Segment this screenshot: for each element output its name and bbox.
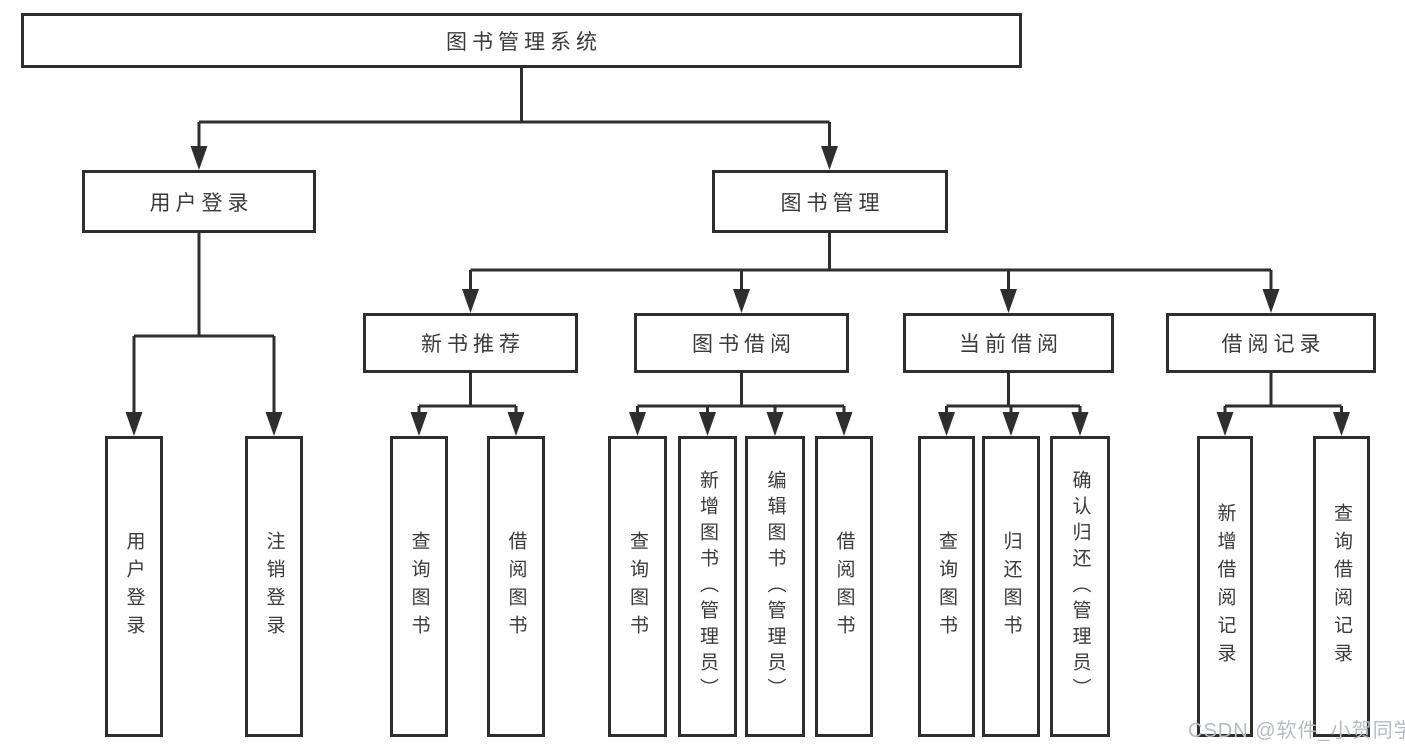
node-book-borrow: 图书借阅: [634, 313, 849, 373]
leaf-edit-book-admin: 编辑图书（管理员）: [745, 436, 805, 737]
csdn-watermark: CSDN @软件_小贺同学: [1188, 720, 1405, 742]
node-new-book-recommend: 新书推荐: [363, 313, 578, 373]
leaf-query-borrow-record: 查询借阅记录: [1313, 436, 1370, 737]
leaf-return-books: 归还图书: [982, 436, 1040, 737]
node-current-borrow: 当前借阅: [903, 313, 1114, 373]
node-user-login: 用户登录: [82, 170, 316, 233]
leaf-user-login: 用户登录: [105, 436, 163, 737]
leaf-query-books-recommend: 查询图书: [390, 436, 448, 737]
leaf-borrow-books: 借阅图书: [815, 436, 873, 737]
leaf-query-books-borrow: 查询图书: [608, 436, 667, 737]
leaf-query-books-current: 查询图书: [918, 436, 975, 737]
node-borrow-records: 借阅记录: [1166, 313, 1376, 373]
leaf-confirm-return-admin: 确认归还（管理员）: [1050, 436, 1110, 737]
node-book-management: 图书管理: [712, 170, 948, 233]
leaf-borrow-books-recommend: 借阅图书: [487, 436, 545, 737]
leaf-logout: 注销登录: [245, 436, 303, 737]
leaf-add-book-admin: 新增图书（管理员）: [678, 436, 737, 737]
leaf-add-borrow-record: 新增借阅记录: [1197, 436, 1253, 737]
node-root: 图书管理系统: [21, 13, 1022, 68]
